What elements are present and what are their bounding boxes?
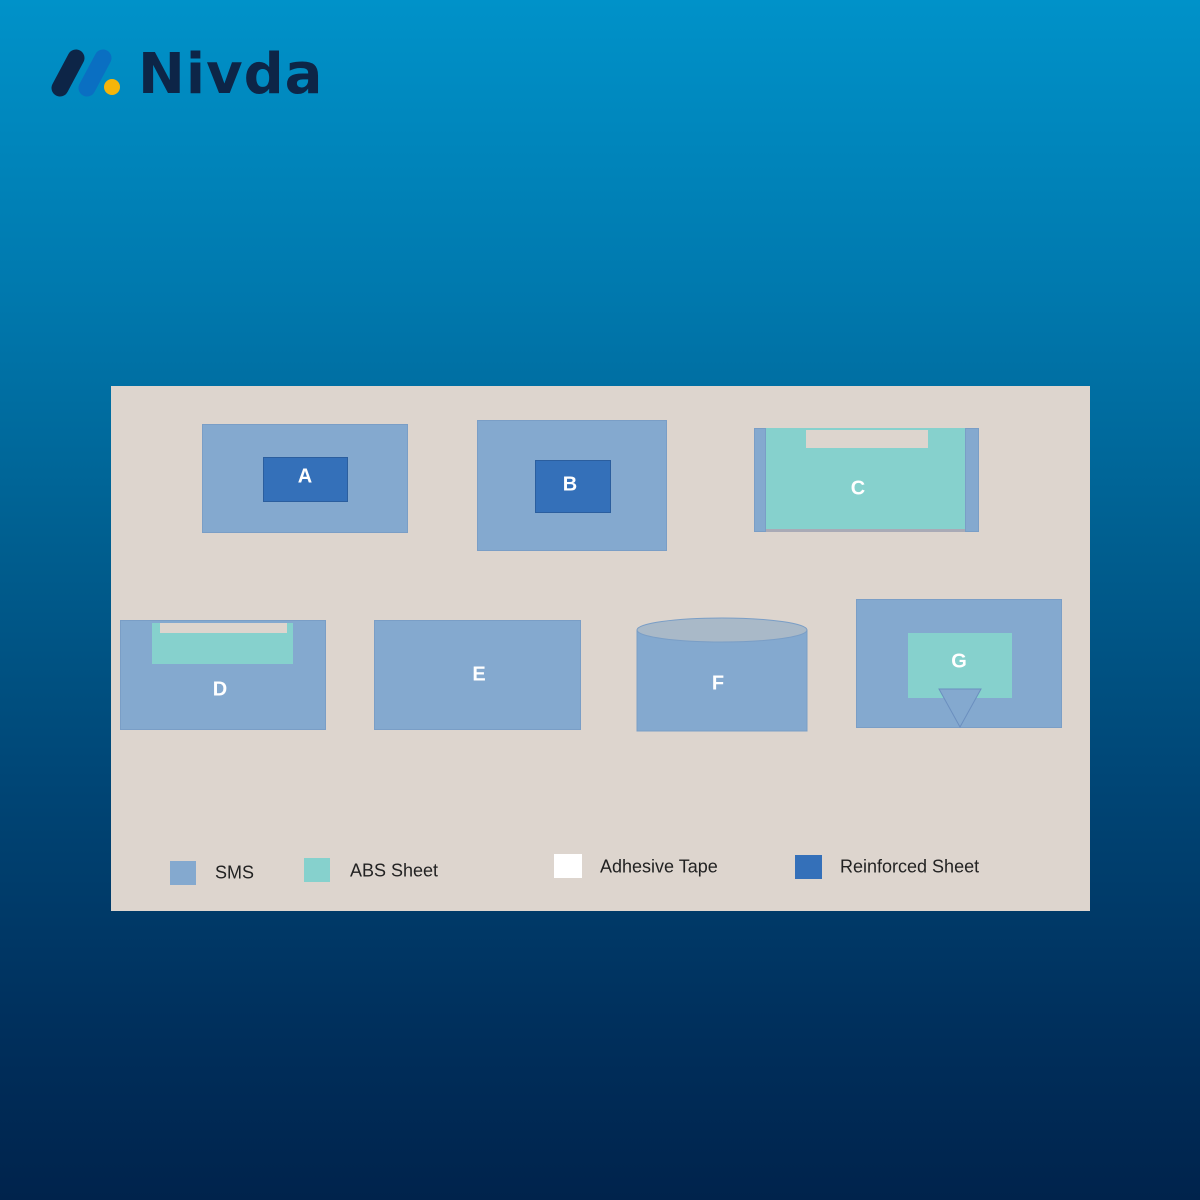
legend-label-abs: ABS Sheet <box>350 860 439 881</box>
shape-g: G <box>856 599 1062 728</box>
brand-name: Nivda <box>138 42 324 107</box>
abs-area <box>908 633 1012 698</box>
legend-label-tape: Adhesive Tape <box>600 856 718 877</box>
legend-swatch-sms <box>170 861 196 885</box>
legend-swatch-abs <box>304 858 330 882</box>
shape-e: E <box>374 620 581 730</box>
drape-diagram: A B C D E F G SMS ABS Sheet Adhesive Tap… <box>111 386 1090 911</box>
shape-c: C <box>754 428 979 532</box>
shape-label: C <box>850 477 866 500</box>
shape-label: E <box>472 663 486 686</box>
nivda-logo: Nivda <box>48 42 322 107</box>
reinforced-area <box>263 457 348 502</box>
shape-a: A <box>202 424 408 533</box>
legend-label-sms: SMS <box>215 862 255 883</box>
shape-label: A <box>297 465 313 488</box>
shape-label: F <box>711 672 725 695</box>
sms-strip <box>965 428 979 532</box>
shape-label: D <box>212 678 228 701</box>
shape-label: G <box>951 650 967 673</box>
legend-swatch-reinforced <box>795 855 822 879</box>
reinforced-area <box>535 460 611 513</box>
shape-b: B <box>477 420 667 551</box>
nivda-logo-icon <box>51 49 120 97</box>
triangle-marker <box>938 688 982 728</box>
adhesive-tape <box>806 430 928 448</box>
adhesive-tape <box>160 623 287 633</box>
sms-strip <box>754 428 766 532</box>
legend-swatch-tape <box>554 854 582 878</box>
legend-label-reinforced: Reinforced Sheet <box>840 856 980 877</box>
shape-d: D <box>120 620 326 730</box>
shape-label: B <box>562 473 578 496</box>
shape-f <box>636 617 808 732</box>
